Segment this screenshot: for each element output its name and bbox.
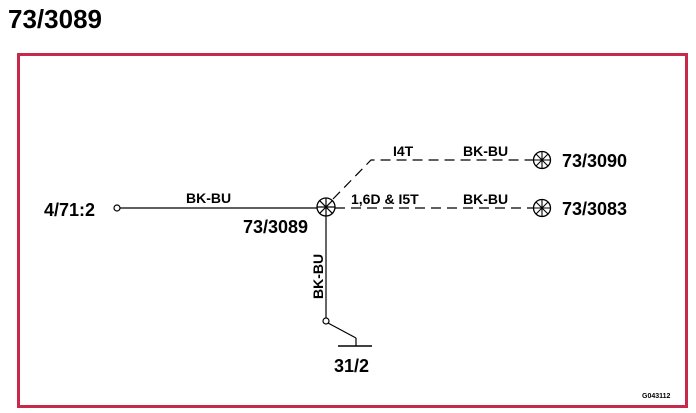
lamp-lower-label: 73/3083 — [562, 199, 627, 219]
source-label: 4/71:2 — [44, 200, 95, 220]
ground-label: 31/2 — [334, 356, 369, 376]
lamp-upper-icon — [532, 150, 552, 170]
splice-x-circle-icon — [316, 197, 336, 217]
upper-branch-wire — [332, 159, 533, 200]
lamp-upper-label: 73/3090 — [562, 151, 627, 171]
ground-connector-icon — [322, 317, 330, 325]
lower-condition-label: 1,6D & I5T — [351, 191, 419, 207]
lamp-lower-icon — [532, 198, 552, 218]
upper-condition-label: I4T — [393, 143, 414, 159]
vertical-wire-label: BK-BU — [310, 254, 326, 299]
splice-label: 73/3089 — [243, 217, 308, 237]
lower-wire-label: BK-BU — [463, 191, 508, 207]
source-connector-icon — [113, 204, 121, 212]
page-title: 73/3089 — [8, 4, 102, 34]
diagram-frame — [17, 53, 688, 408]
upper-wire-label: BK-BU — [463, 143, 508, 159]
main-wire-label: BK-BU — [186, 190, 231, 206]
ground-symbol-icon — [327, 322, 372, 347]
figure-id: G043112 — [642, 393, 671, 400]
